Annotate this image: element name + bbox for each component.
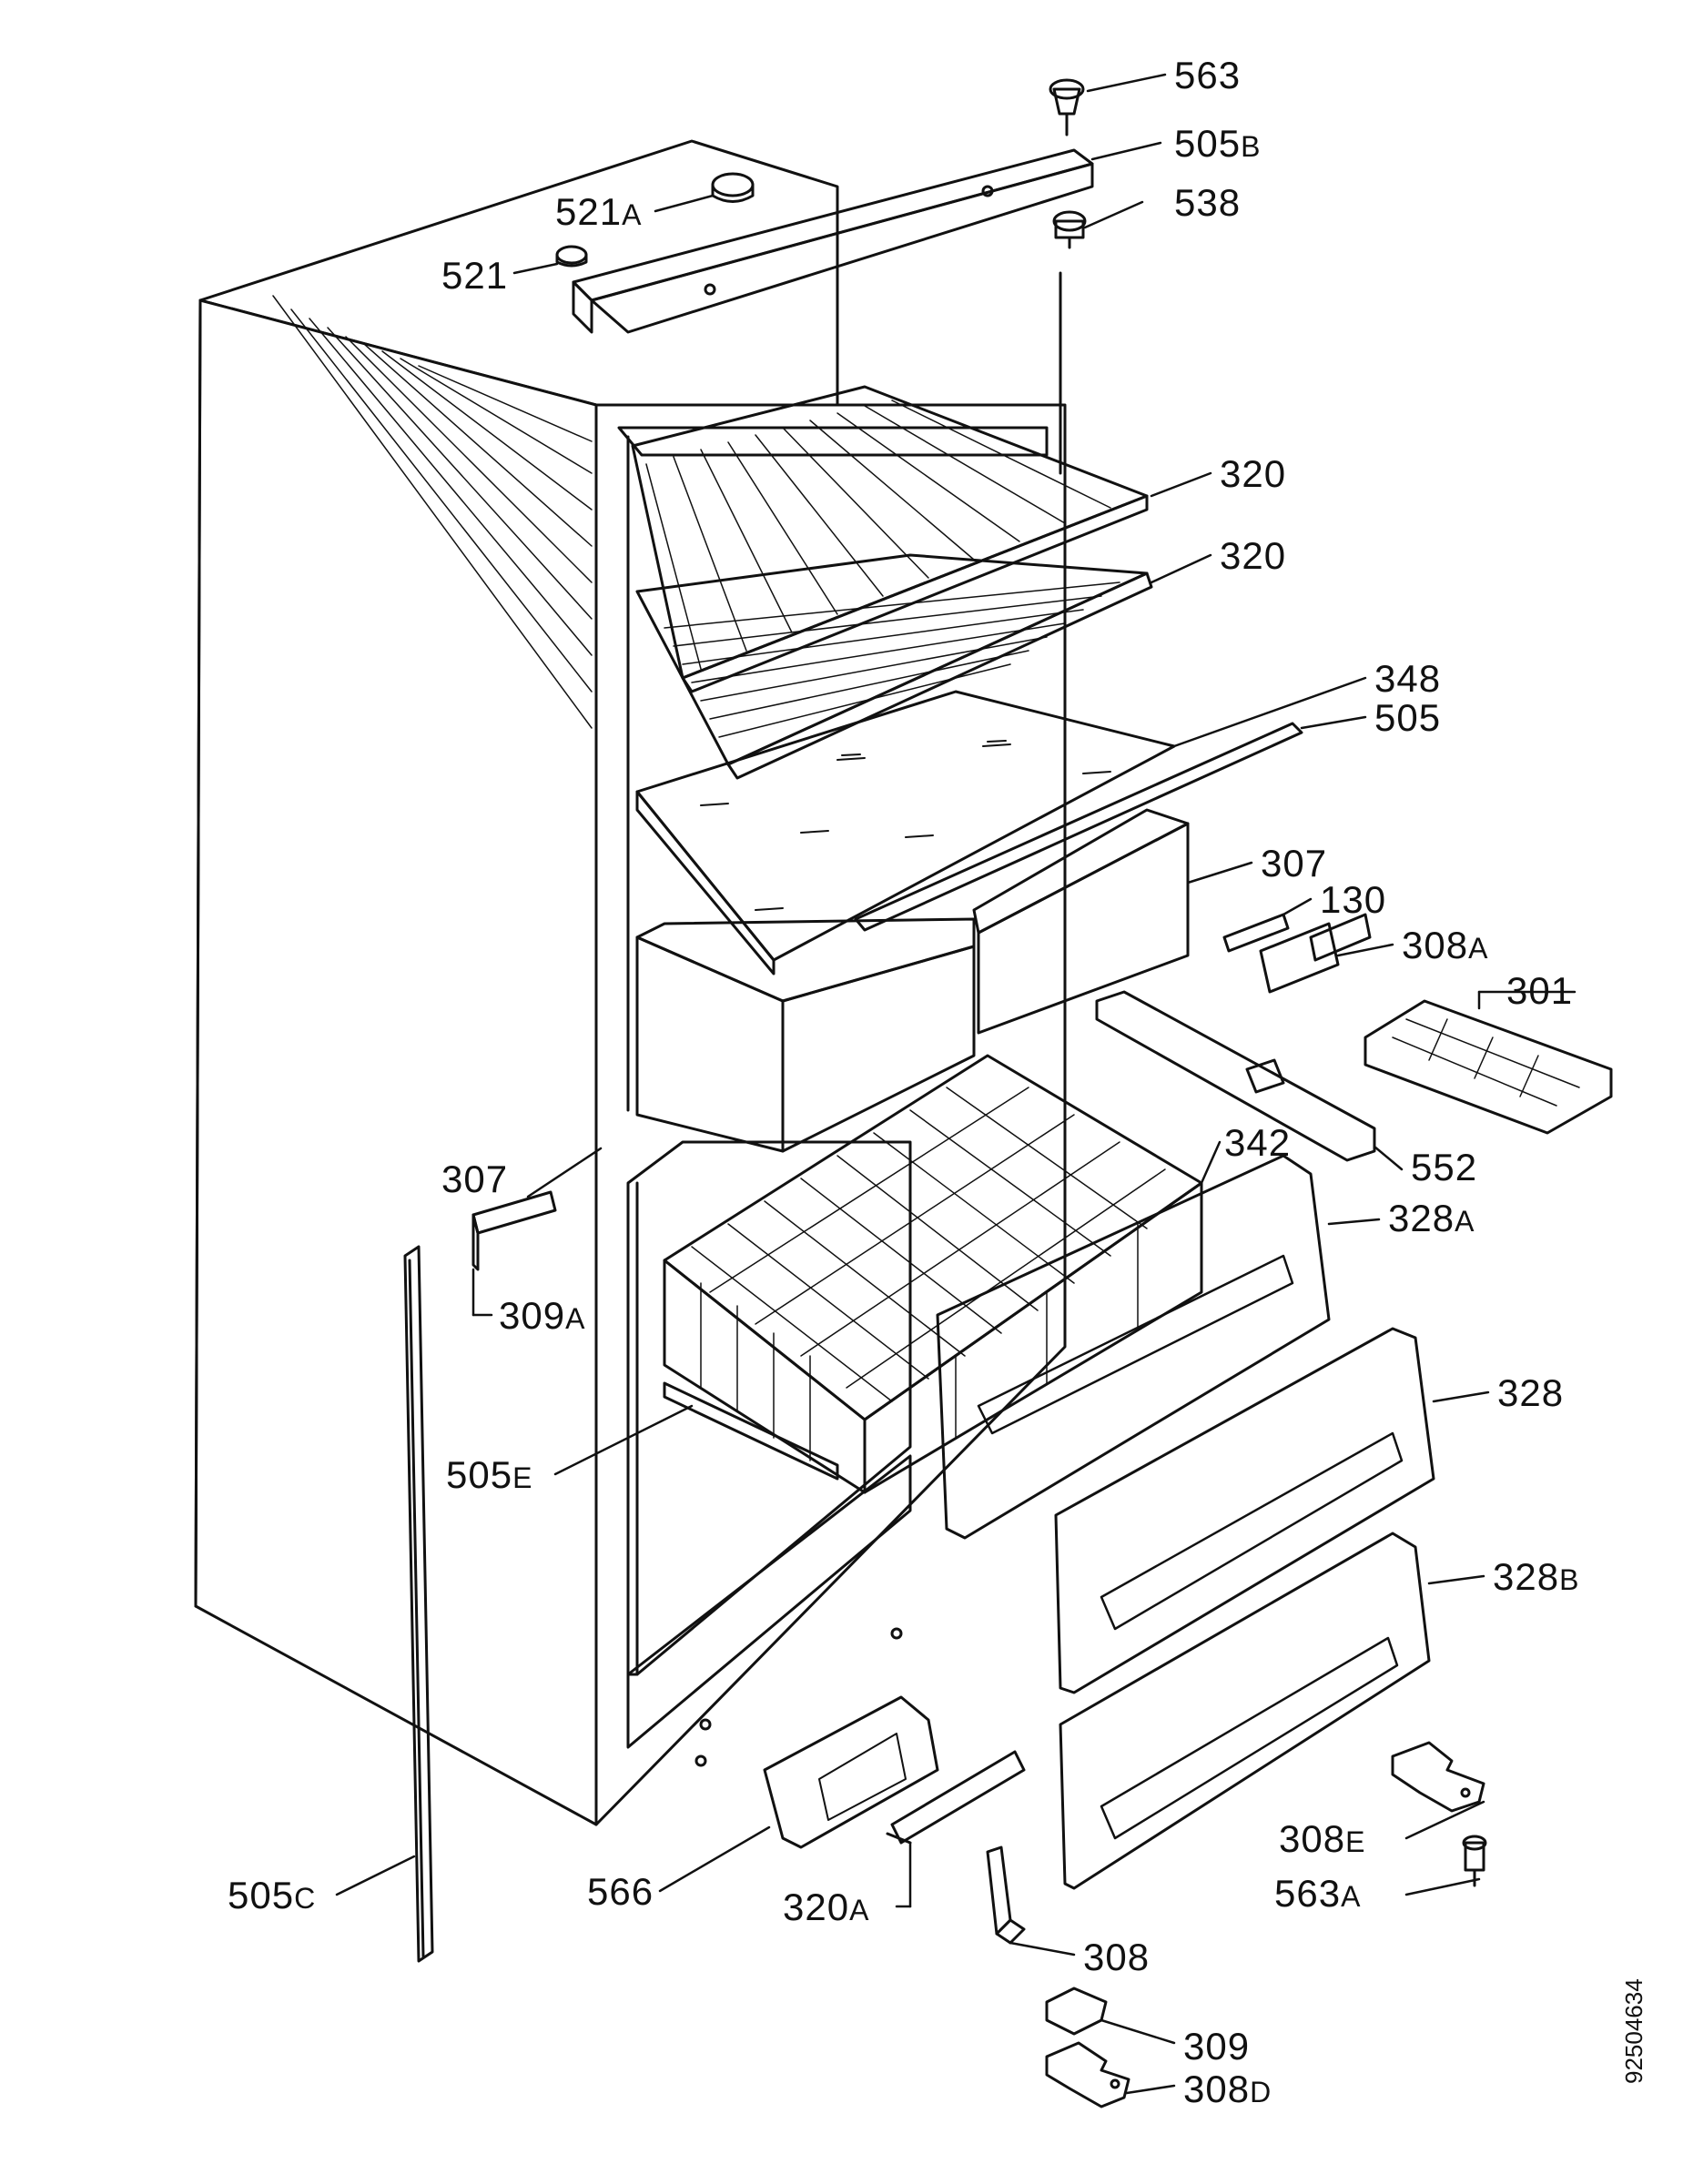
document-number: 92504634 xyxy=(1620,1978,1647,2084)
callout-308e: 308E xyxy=(1279,1817,1366,1860)
hinge-308 xyxy=(986,1845,1026,1945)
callout-308a: 308A xyxy=(1402,924,1489,966)
hinge-plate-308a xyxy=(1259,913,1372,994)
callout-521: 521 xyxy=(441,254,509,297)
callout-307-right: 307 xyxy=(1261,842,1328,885)
callout-566: 566 xyxy=(587,1870,654,1913)
callout-505: 505 xyxy=(1374,696,1442,739)
callout-309: 309 xyxy=(1183,2025,1251,2068)
door-seal-505c xyxy=(403,1245,434,1963)
top-hinge-cover xyxy=(572,148,1094,334)
pad-309 xyxy=(1045,1987,1108,2036)
callout-563: 563 xyxy=(1174,54,1242,96)
callout-320-lower: 320 xyxy=(1220,534,1287,577)
basket-runner-505e xyxy=(663,1381,839,1481)
slide-320a xyxy=(886,1750,1026,1845)
callout-307-left: 307 xyxy=(441,1158,509,1200)
callout-505e: 505E xyxy=(446,1453,533,1496)
freezer-box-left xyxy=(635,917,976,1153)
callout-320a: 320A xyxy=(783,1886,870,1928)
callout-538: 538 xyxy=(1174,181,1242,224)
callout-505b: 505B xyxy=(1174,122,1262,165)
runner-rail-552 xyxy=(1095,990,1376,1162)
top-screw-563 xyxy=(1049,78,1085,136)
callout-309a: 309A xyxy=(499,1294,586,1337)
callout-130: 130 xyxy=(1320,878,1387,921)
callout-505c: 505C xyxy=(228,1874,317,1916)
drawer-front-328a xyxy=(936,1154,1331,1540)
cabinet-body xyxy=(194,139,1067,1826)
strip-130 xyxy=(1222,913,1290,953)
plug-521 xyxy=(555,245,588,268)
callout-552: 552 xyxy=(1411,1146,1478,1188)
callout-348: 348 xyxy=(1374,657,1442,700)
freezer-box-right xyxy=(972,808,1190,1035)
callout-342: 342 xyxy=(1224,1121,1292,1164)
hinge-plate-308e xyxy=(1391,1741,1485,1813)
front-strip-505 xyxy=(854,722,1303,932)
callout-308: 308 xyxy=(1083,1936,1151,1978)
hinge-plate-308d xyxy=(1045,2041,1130,2108)
wire-shelf-lower xyxy=(635,553,1153,780)
drawer-front-328b xyxy=(1059,1532,1431,1890)
callout-563a: 563A xyxy=(1274,1872,1362,1915)
callout-301: 301 xyxy=(1506,969,1574,1012)
bracket-309a xyxy=(471,1190,557,1271)
drawer-front-328 xyxy=(1054,1327,1435,1694)
callout-320-upper: 320 xyxy=(1220,452,1287,495)
ice-tray-301 xyxy=(1364,999,1613,1135)
callout-521a: 521A xyxy=(555,190,643,233)
callout-328: 328 xyxy=(1497,1371,1565,1414)
drain-plug-566 xyxy=(763,1695,939,1849)
callout-328b: 328B xyxy=(1493,1555,1580,1598)
screw-563a xyxy=(1462,1835,1487,1887)
callout-308d: 308D xyxy=(1183,2068,1272,2110)
hinge-pin-538 xyxy=(1052,210,1087,249)
callout-328a: 328A xyxy=(1388,1197,1475,1239)
leader-lines xyxy=(335,73,1576,2095)
